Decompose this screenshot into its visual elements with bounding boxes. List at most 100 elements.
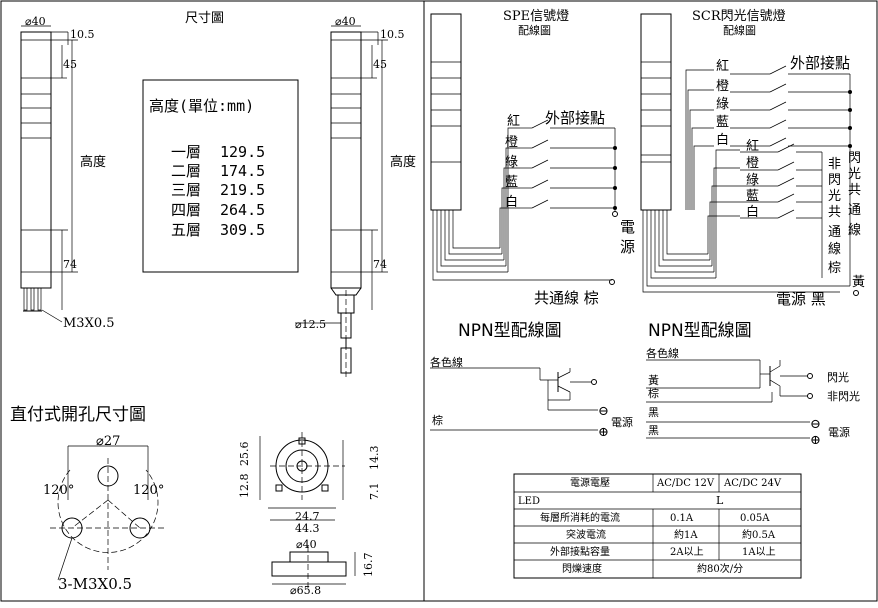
- height-table: 高度(單位:mm) 一層 129.5 二層 174.5 三層 219.5 四層 …: [142, 79, 299, 273]
- dim-7-1: 7.1: [368, 483, 381, 501]
- scr-lower-switches: [740, 143, 823, 278]
- dim-d27: ⌀27: [96, 434, 120, 449]
- tower-2: ⌀40 10.5 45 高度 74 ⌀12.5: [295, 15, 416, 380]
- scr-title: SCR閃光信號燈: [692, 9, 786, 24]
- nonflash-1: 非: [828, 157, 841, 172]
- dim-10-5-right: 10.5: [380, 28, 405, 41]
- npn-title-2: NPN型配線圖: [648, 321, 752, 341]
- height-row-4-layer: 四層: [171, 201, 201, 219]
- spec-row-contact-24v: 1A以上: [742, 546, 776, 558]
- scr-upper-white: 白: [716, 132, 729, 148]
- scr-lower-white: 白: [746, 204, 759, 220]
- spe-power-1: 電: [620, 218, 635, 236]
- spe-switches: [520, 119, 618, 285]
- dim-d12-5: ⌀12.5: [295, 318, 326, 331]
- spe-color-red: 紅: [507, 114, 520, 129]
- npn1-minus: ⊖: [598, 404, 609, 419]
- thread-m3-label: M3X0.5: [63, 316, 115, 331]
- spe-color-white: 白: [505, 194, 518, 210]
- dim-74-left: 74: [63, 258, 77, 271]
- dim-d40-left: ⌀40: [25, 15, 46, 28]
- scr-lower-red: 紅: [746, 139, 759, 154]
- scr-upper-orange: 橙: [716, 79, 729, 94]
- spe-common-brown: 共通線 棕: [534, 289, 599, 307]
- height-table-title: 高度(單位:mm): [149, 97, 254, 115]
- dim-12-8: 12.8: [238, 474, 251, 499]
- npn2-each-color: 各色線: [646, 346, 679, 360]
- spec-row-surge-label: 突波電流: [566, 528, 606, 541]
- spe-color-blue: 藍: [505, 175, 518, 190]
- nonflash-5: 通: [828, 225, 841, 240]
- scr-subtitle: 配線圖: [723, 23, 756, 37]
- nonflash-6: 線: [828, 241, 841, 257]
- spec-table: 電源電壓 AC/DC 12V AC/DC 24V LED L 每層所消耗的電流 …: [513, 473, 802, 579]
- thread-3-m3-label: 3-M3X0.5: [58, 575, 132, 593]
- spec-row-blink-value: 約80次/分: [697, 562, 743, 575]
- dim-16-7: 16.7: [362, 553, 375, 578]
- npn-title-1: NPN型配線圖: [458, 321, 562, 341]
- nonflash-3: 光: [828, 189, 841, 204]
- spec-row-surge-12v: 約1A: [674, 528, 698, 541]
- spe-tower: [430, 13, 612, 281]
- height-row-3-layer: 三層: [171, 181, 201, 199]
- height-label-left: 高度: [80, 154, 106, 170]
- dim-74-right: 74: [373, 258, 387, 271]
- dim-44-3: 44.3: [295, 522, 320, 535]
- height-label-right: 高度: [390, 154, 416, 170]
- npn2-yellow: 黃: [648, 374, 659, 387]
- flash-1: 閃: [848, 151, 861, 166]
- spec-header-12v: AC/DC 12V: [656, 478, 715, 489]
- scr-upper-blue: 藍: [716, 115, 729, 130]
- npn2-nonflash: 非閃光: [827, 389, 860, 403]
- spe-external-contact: 外部接點: [545, 109, 605, 127]
- spe-color-green: 綠: [505, 155, 518, 170]
- nonflash-2: 閃: [828, 173, 841, 188]
- npn1-power: 電源: [611, 415, 633, 429]
- scr-power-black: 電源 黑: [776, 290, 826, 308]
- dim-25-6: 25.6: [238, 442, 251, 467]
- scr-lower-orange: 橙: [746, 156, 759, 171]
- height-row-2-layer: 二層: [171, 162, 201, 180]
- base-side-view: ⌀40 16.7 ⌀65.8: [271, 538, 375, 597]
- spe-subtitle: 配線圖: [518, 23, 551, 37]
- npn2-flash: 閃光: [827, 370, 849, 384]
- spec-row-contact-12v: 2A以上: [670, 546, 704, 558]
- npn2-power: 電源: [828, 425, 850, 439]
- height-row-5-value: 309.5: [220, 221, 265, 239]
- angle-120-left: 120°: [43, 483, 74, 498]
- spe-power-2: 源: [620, 238, 635, 256]
- height-row-5-layer: 五層: [171, 221, 201, 239]
- scr-yellow: 黃: [852, 275, 865, 290]
- dim-14-3: 14.3: [368, 446, 381, 471]
- npn2-black-2: 黑: [648, 424, 659, 437]
- spec-row-blink-label: 閃爍速度: [562, 562, 602, 575]
- npn2-plus: ⊕: [810, 433, 821, 448]
- spec-header-24v: AC/DC 24V: [723, 478, 782, 489]
- dim-45-left: 45: [63, 58, 77, 71]
- spe-color-orange: 橙: [505, 135, 518, 150]
- spec-row-led-label: LED: [518, 496, 540, 507]
- npn-diagram-1: 各色線 ⊖ 棕 ⊕ 電源: [430, 355, 633, 440]
- npn1-brown: 棕: [432, 413, 443, 427]
- spec-row-current-12v: 0.1A: [670, 513, 694, 524]
- angle-120-right: 120°: [133, 483, 164, 498]
- dim-45-right: 45: [373, 58, 387, 71]
- height-row-2-value: 174.5: [220, 162, 265, 180]
- flash-3: 共: [848, 183, 861, 198]
- spec-row-surge-24v: 約0.5A: [742, 528, 776, 541]
- dim-10-5-left: 10.5: [70, 28, 95, 41]
- scr-external-contact: 外部接點: [790, 54, 850, 72]
- spec-row-current-24v: 0.05A: [740, 513, 770, 524]
- flash-2: 光: [848, 167, 861, 182]
- spec-row-current-label: 每層所消耗的電流: [540, 511, 620, 524]
- height-row-4-value: 264.5: [220, 201, 265, 219]
- nonflash-7: 棕: [828, 261, 841, 276]
- height-row-1-layer: 一層: [171, 143, 201, 161]
- scr-tower: [640, 13, 850, 293]
- flash-5: 線: [848, 222, 861, 238]
- scr-upper-red: 紅: [716, 59, 729, 74]
- height-row-3-value: 219.5: [220, 181, 265, 199]
